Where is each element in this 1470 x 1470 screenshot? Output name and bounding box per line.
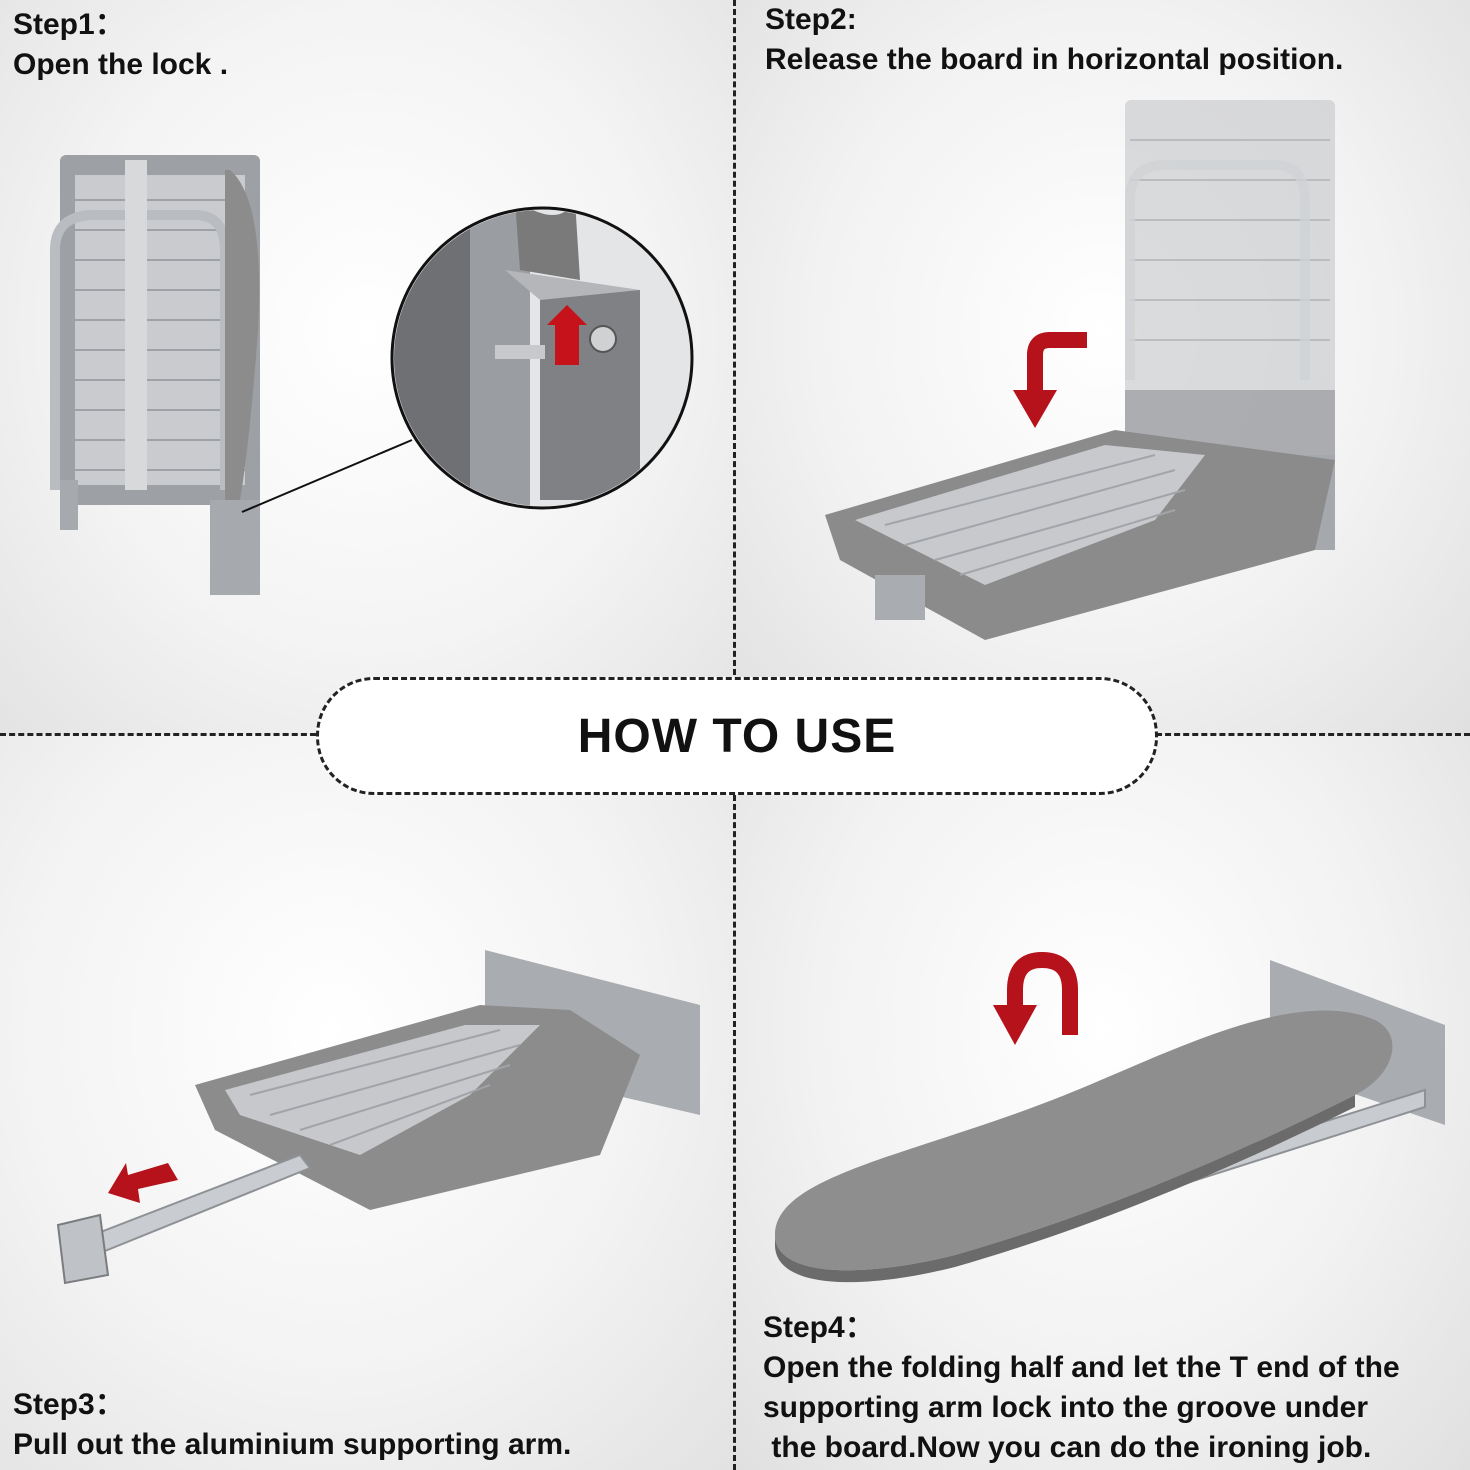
step4-panel: Step4： Open the folding half and let the… xyxy=(735,735,1470,1470)
aluminium-arm xyxy=(78,1153,312,1257)
arm-t-end xyxy=(56,1213,110,1285)
curved-arrow-body xyxy=(1027,332,1087,395)
step2-text: Release the board in horizontal position… xyxy=(765,43,1344,76)
step4-text-line1: Open the folding half and let the T end … xyxy=(763,1351,1400,1384)
step3-caption: Step3： Pull out the aluminium supporting… xyxy=(13,1385,571,1465)
left-arrow-icon xyxy=(108,1163,178,1203)
step3-text: Pull out the aluminium supporting arm. xyxy=(13,1428,572,1461)
release-board-illustration xyxy=(825,100,1335,640)
divider-vertical-top xyxy=(733,0,736,675)
step1-panel: Step1： Open the lock . xyxy=(0,0,735,735)
down-arrow-icon xyxy=(993,1005,1037,1045)
step2-caption: Step2: Release the board in horizontal p… xyxy=(765,0,1343,80)
arm-end xyxy=(875,575,925,620)
folded-board-illustration xyxy=(50,155,694,595)
wall-bracket xyxy=(210,500,260,595)
divider-horizontal-left xyxy=(0,733,316,736)
center-rail xyxy=(125,160,147,490)
u-arrow-body xyxy=(1007,951,1078,1035)
open-board-illustration xyxy=(775,951,1445,1283)
board-cover xyxy=(775,1010,1393,1271)
support-arm xyxy=(50,210,230,490)
leg xyxy=(60,480,78,530)
page-title: HOW TO USE xyxy=(577,709,897,763)
step3-label: Step3： xyxy=(13,1388,125,1421)
step1-text: Open the lock . xyxy=(13,48,229,81)
board-mesh xyxy=(855,445,1205,585)
ghost-board xyxy=(1125,100,1335,470)
divider-horizontal-right xyxy=(1156,733,1470,736)
step3-panel: Step3： Pull out the aluminium supporting… xyxy=(0,735,735,1470)
pull-arm-illustration xyxy=(56,950,700,1285)
step4-caption: Step4： Open the folding half and let the… xyxy=(763,1308,1400,1468)
step2-panel: Step2: Release the board in horizontal p… xyxy=(735,0,1470,735)
mesh-pattern xyxy=(75,199,245,471)
step1-caption: Step1： Open the lock . xyxy=(13,5,228,85)
step4-text-line2: supporting arm lock into the groove unde… xyxy=(763,1391,1369,1424)
folded-fabric xyxy=(225,170,260,500)
step1-label: Step1： xyxy=(13,8,125,41)
divider-vertical-bottom xyxy=(733,795,736,1470)
pointer-line xyxy=(241,439,413,513)
title-pill: HOW TO USE xyxy=(316,677,1158,795)
step4-text-line3: the board.Now you can do the ironing job… xyxy=(763,1431,1372,1464)
down-arrow-icon xyxy=(1013,390,1057,428)
step4-label: Step4： xyxy=(763,1311,875,1344)
board-mesh xyxy=(225,1025,540,1155)
up-arrow-icon xyxy=(547,305,587,365)
step2-label: Step2: xyxy=(765,3,857,36)
